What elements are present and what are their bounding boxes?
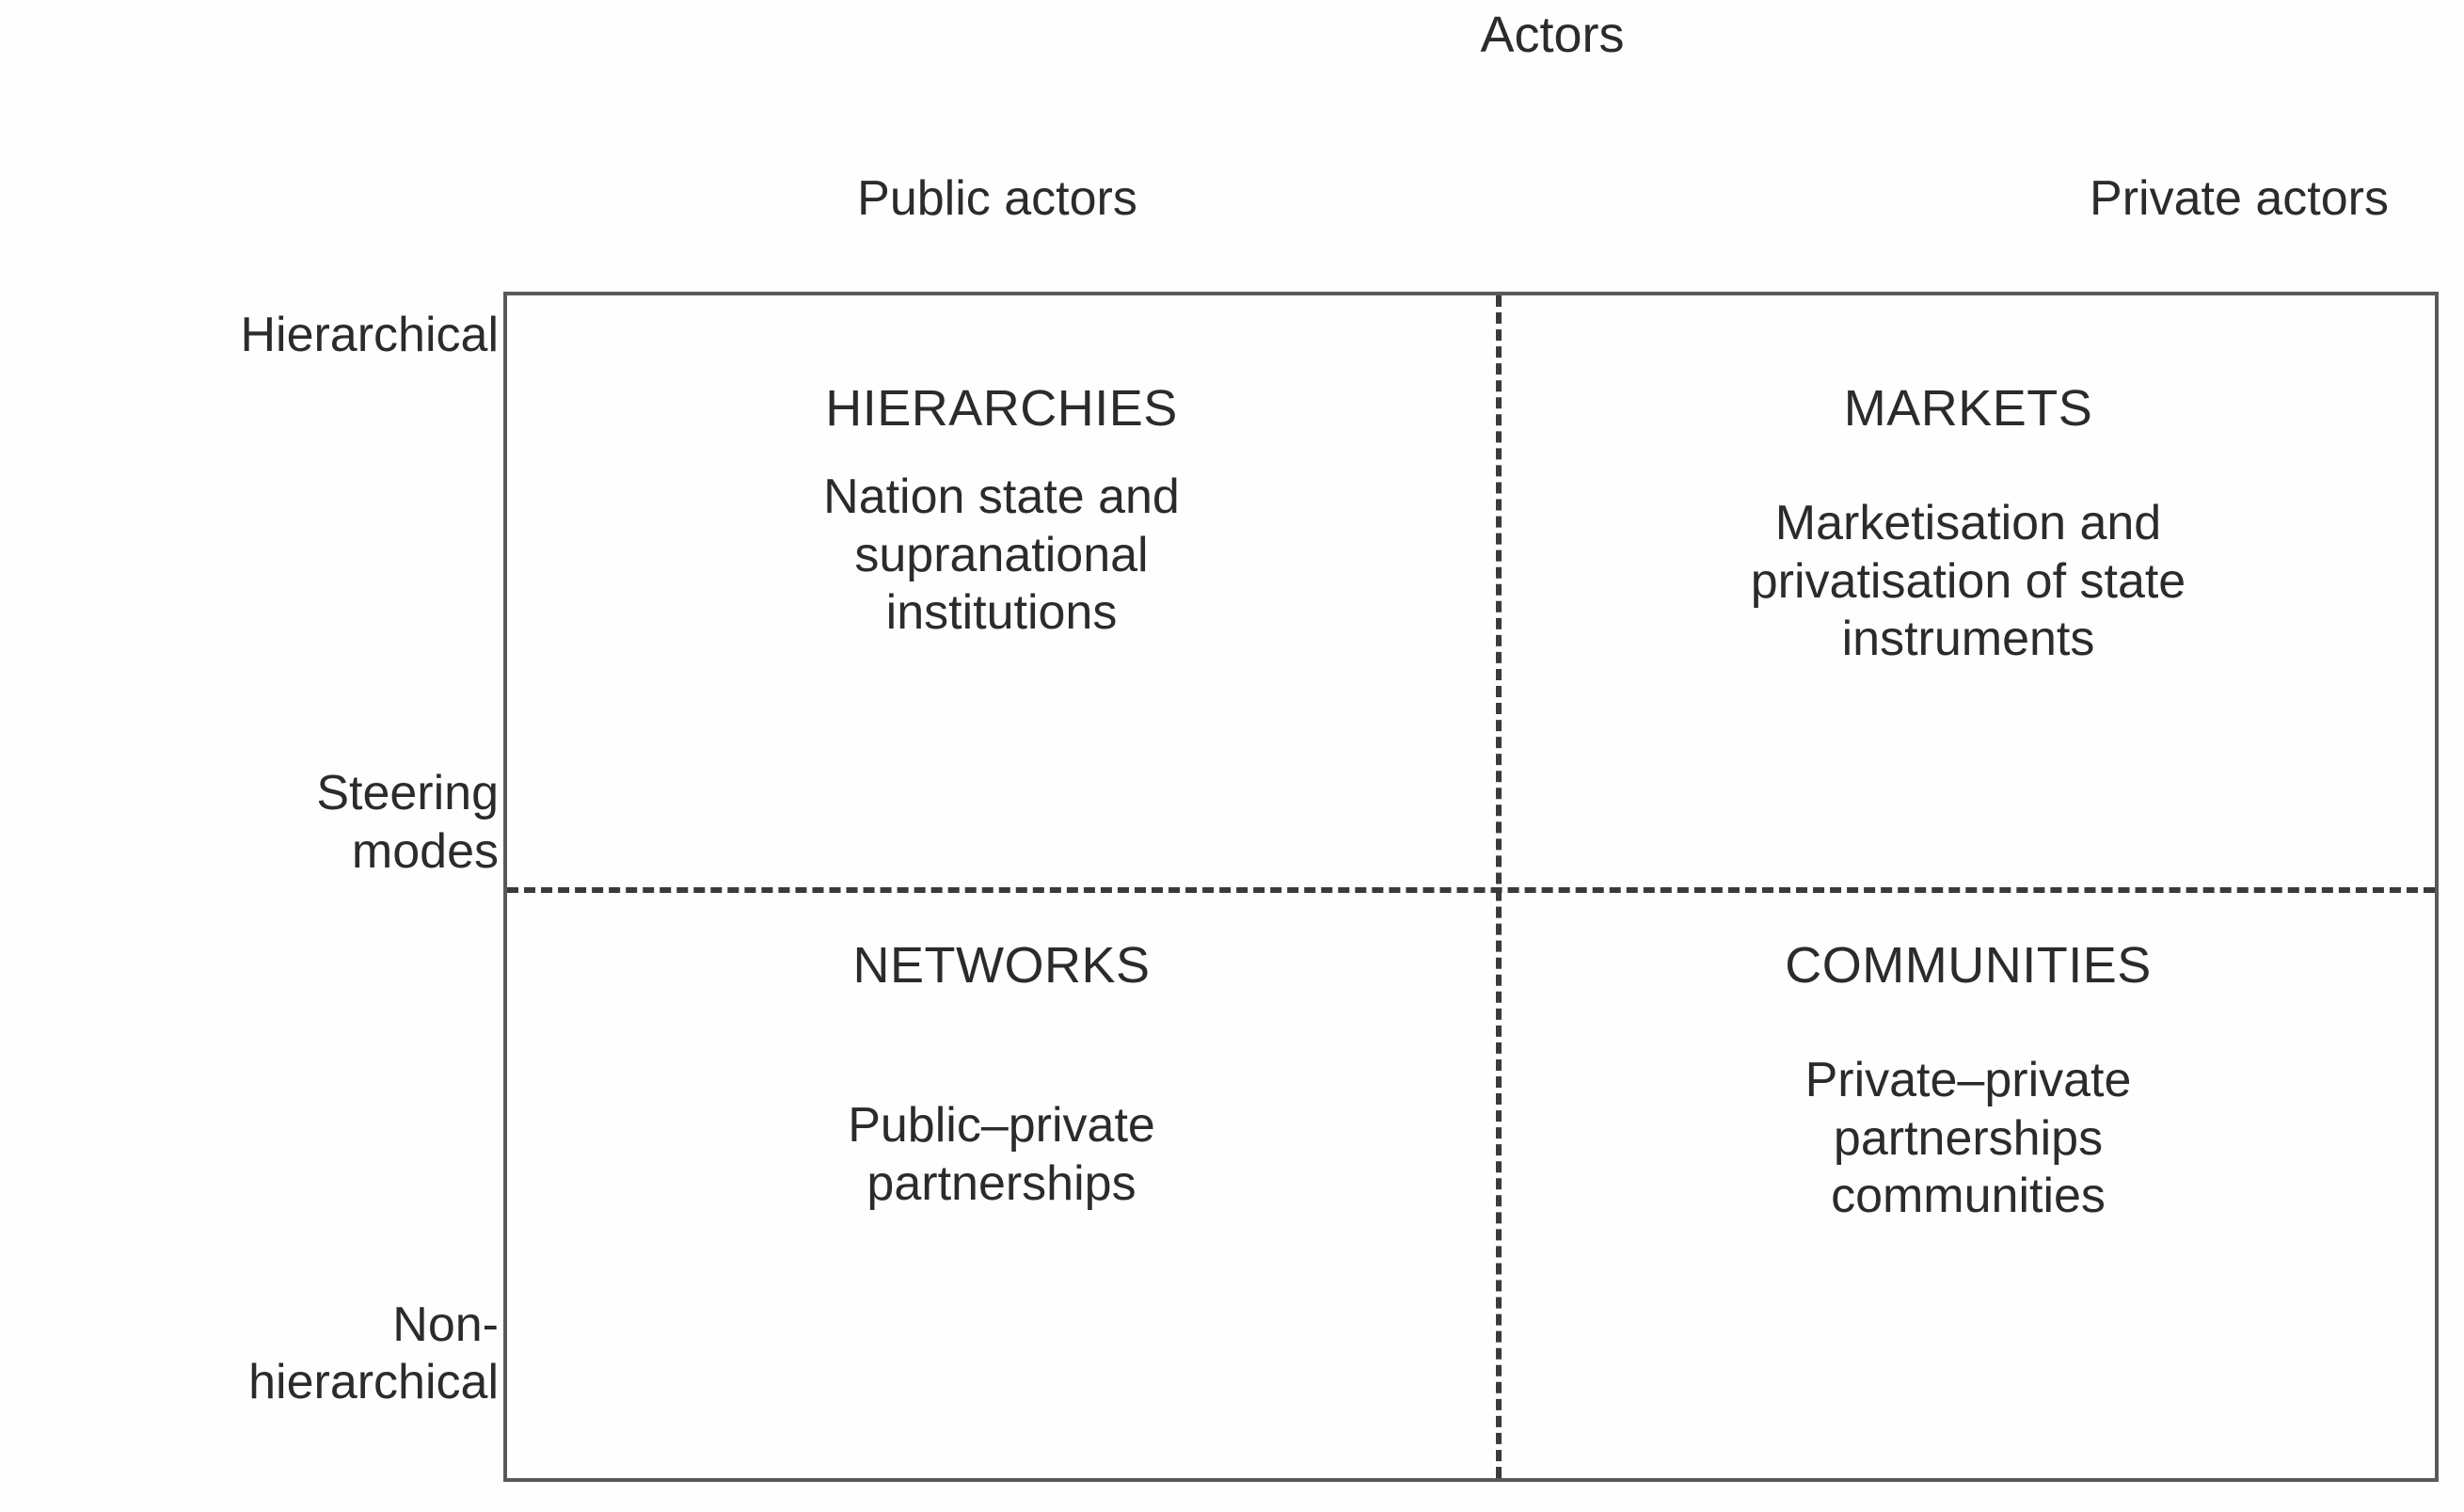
quadrant-body: Marketisation and privatisation of state… [1750, 496, 2186, 667]
axis-label-steering-modes: Steering modes [316, 766, 499, 880]
row-label-non-hierarchical: Non- hierarchical [248, 1297, 499, 1410]
quadrant-body: Private–private partnerships communities [1804, 1053, 2132, 1224]
column-header-private-actors: Private actors [2090, 171, 2389, 226]
quadrant-body: Public–private partnerships [848, 1098, 1155, 1211]
column-header-public-actors: Public actors [857, 171, 1137, 226]
row-label-hierarchical: Hierarchical [240, 308, 499, 362]
quadrant-hierarchies: HIERARCHIES Nation state and supranation… [507, 295, 1496, 887]
quadrant-communities: COMMUNITIES Private–private partnerships… [1502, 893, 2435, 1478]
quadrant-markets: MARKETS Marketisation and privatisation … [1502, 295, 2435, 887]
quadrant-networks: NETWORKS Public–private partnerships [507, 893, 1496, 1478]
divider-horizontal-dashed [507, 887, 2435, 893]
divider-vertical-dashed [1496, 295, 1502, 1478]
quadrant-body: Nation state and supranational instituti… [823, 470, 1180, 641]
quadrant-title: COMMUNITIES [1785, 937, 2152, 994]
quadrant-title: MARKETS [1843, 380, 2093, 437]
figure-title: Actors [1480, 7, 1625, 63]
matrix-box: HIERARCHIES Nation state and supranation… [503, 292, 2439, 1482]
quadrant-title: HIERARCHIES [825, 380, 1178, 437]
quadrant-title: NETWORKS [852, 937, 1151, 994]
